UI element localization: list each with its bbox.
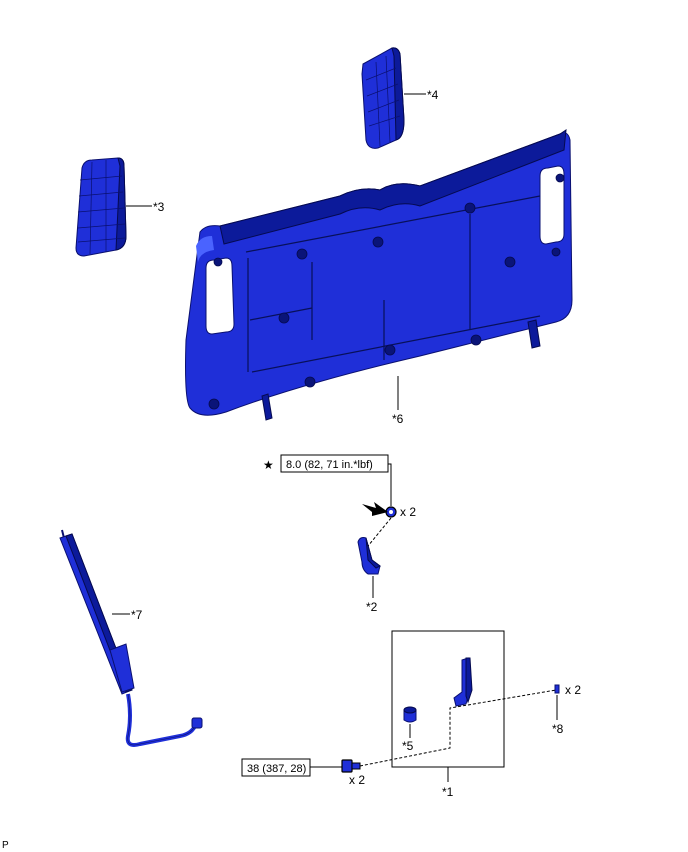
label-part-8: *8 xyxy=(552,722,564,736)
label-part-4: *4 xyxy=(427,88,439,102)
label-part-3: *3 xyxy=(153,200,165,214)
part-4-upper-trim-panel xyxy=(361,47,405,149)
quantity-clip: x 2 xyxy=(400,505,416,519)
label-part-5: *5 xyxy=(402,739,414,753)
torque-value-upper: 8.0 (82, 71 in.*lbf) xyxy=(286,459,373,471)
torque-box-lower xyxy=(241,758,311,777)
part-3-side-trim-panel xyxy=(75,157,127,257)
quantity-pin: x 2 xyxy=(565,683,581,697)
part-1-hinge-bracket xyxy=(453,657,473,707)
label-part-2: *2 xyxy=(366,600,378,614)
part-2-bracket xyxy=(357,537,381,575)
torque-box-upper xyxy=(280,454,389,473)
label-part-6: *6 xyxy=(392,412,404,426)
bolt-icon xyxy=(341,759,361,773)
part-6-back-door-trim-board xyxy=(185,128,573,421)
torque-value-lower: 38 (387, 28) xyxy=(247,763,306,775)
quantity-bolt: x 2 xyxy=(349,773,365,787)
label-part-7: *7 xyxy=(131,608,143,622)
leader-lines xyxy=(112,93,558,782)
star-symbol: ★ xyxy=(263,458,274,472)
corner-mark: P xyxy=(2,840,9,851)
part-8-pin xyxy=(554,684,560,694)
label-part-1: *1 xyxy=(442,785,454,799)
part-5-cap xyxy=(403,706,417,723)
arrow-icon xyxy=(362,502,388,516)
part-7-back-door-stay xyxy=(59,529,203,747)
